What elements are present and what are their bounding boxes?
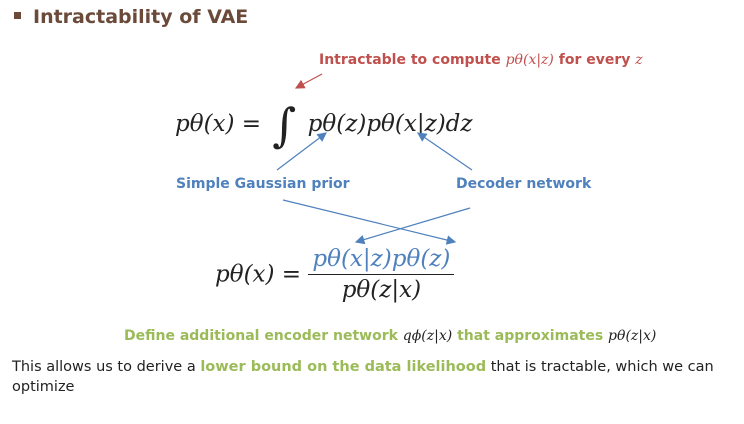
intractable-annotation: Intractable to compute pθ(x|z) for every… (319, 52, 643, 68)
bottom-text-before: This allows us to derive a (12, 359, 196, 375)
encoder-note: Define additional encoder network qϕ(z|x… (124, 328, 656, 344)
encoder-p-term: pθ(z|x) (608, 328, 657, 344)
label-simple-gaussian-prior: Simple Gaussian prior (176, 176, 350, 192)
bayes-equation: pθ(x) = pθ(x|z)pθ(z) pθ(z|x) (215, 246, 455, 303)
encoder-q-term: qϕ(z|x) (402, 328, 453, 344)
slide-title: Intractability of VAE (14, 6, 248, 28)
bayes-denominator: pθ(z|x) (308, 274, 455, 303)
intractable-annotation-text: Intractable to compute (319, 52, 501, 68)
intractable-annotation-suffix: for every (558, 52, 631, 68)
arrow-decoder-to-eq2 (354, 207, 471, 245)
eq2-lhs: pθ(x) = (215, 261, 302, 288)
intractable-annotation-var: z (635, 52, 643, 68)
eq1-lhs: pθ(x) = (175, 111, 262, 137)
intractable-annotation-math: pθ(x|z) (505, 52, 554, 68)
bottom-statement: This allows us to derive a lower bound o… (12, 357, 737, 397)
arrow-prior-to-eq2 (282, 199, 457, 245)
encoder-note-middle: that approximates (457, 328, 604, 344)
arrow-prior-to-eq1 (276, 132, 327, 171)
eq1-dz: dz (445, 111, 473, 137)
bullet-icon (14, 12, 21, 19)
slide-title-text: Intractability of VAE (33, 6, 249, 28)
bayes-fraction: pθ(x|z)pθ(z) pθ(z|x) (308, 246, 455, 303)
integral-symbol: ∫ (272, 98, 297, 152)
arrow-decoder-to-eq1 (417, 132, 473, 171)
arrow-to-likelihood-red (294, 73, 323, 89)
eq1-likelihood-term: pθ(x|z) (366, 111, 446, 137)
bayes-numerator: pθ(x|z)pθ(z) (312, 246, 451, 272)
encoder-note-prefix: Define additional encoder network (124, 328, 398, 344)
bottom-text-highlight: lower bound on the data likelihood (200, 359, 487, 375)
label-decoder-network: Decoder network (456, 176, 592, 192)
bottom-text-after: that is tractable, which we can optimize (12, 359, 714, 395)
